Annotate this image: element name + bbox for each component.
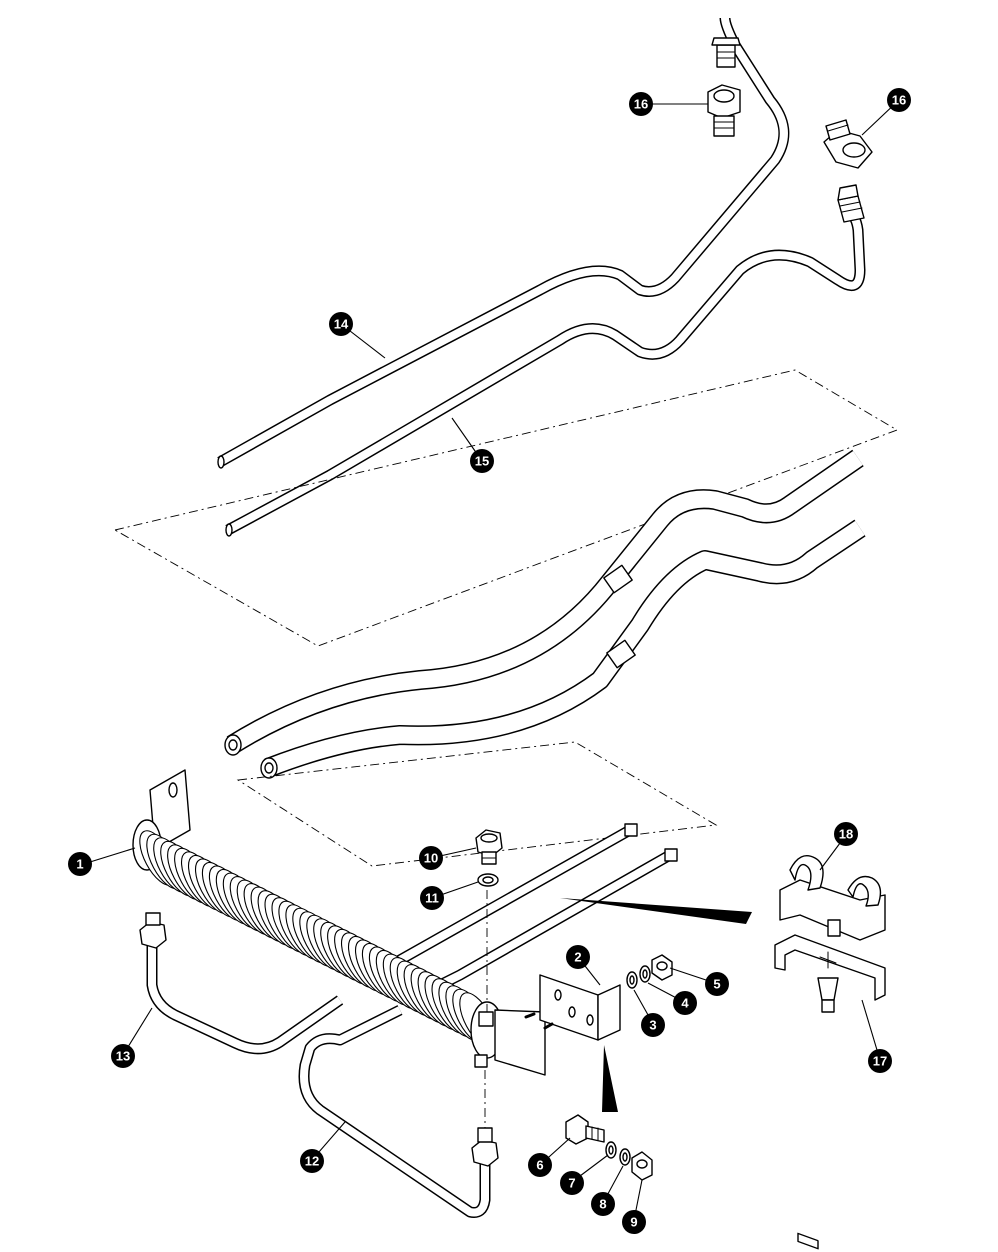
svg-text:13: 13 <box>116 1049 130 1064</box>
bracket-17 <box>774 934 886 1250</box>
pipe-14-end-fitting <box>711 37 741 68</box>
seal-ring-11 <box>477 873 499 887</box>
pipe-14 <box>217 17 790 469</box>
flexible-hose-rear <box>260 519 866 779</box>
nut-5 <box>651 954 673 981</box>
pipe-13 <box>139 912 344 1055</box>
svg-text:9: 9 <box>630 1215 637 1230</box>
svg-text:11: 11 <box>425 891 439 906</box>
cooler-ribs <box>139 830 497 1048</box>
callout-13: 13 <box>111 1044 135 1068</box>
svg-text:6: 6 <box>536 1158 543 1173</box>
union-nut-16-right <box>823 119 873 169</box>
callout-9: 9 <box>622 1210 646 1234</box>
bolt-6 <box>565 1114 605 1145</box>
callout-15: 15 <box>470 449 494 473</box>
callout-group: 1 2 3 4 5 6 7 8 <box>68 88 911 1234</box>
pointer-to-clip-assembly <box>560 898 752 924</box>
assembly-outline-lower <box>236 741 718 867</box>
svg-text:4: 4 <box>681 996 689 1011</box>
callout-12: 12 <box>300 1149 324 1173</box>
pipe-15-end-fitting <box>837 184 865 223</box>
callout-17: 17 <box>868 1049 892 1073</box>
callout-11: 11 <box>420 886 444 910</box>
pipe-15 <box>225 206 866 537</box>
svg-text:1: 1 <box>76 857 83 872</box>
svg-text:18: 18 <box>839 827 853 842</box>
svg-text:15: 15 <box>475 454 489 469</box>
svg-text:17: 17 <box>873 1054 887 1069</box>
svg-text:14: 14 <box>334 317 349 332</box>
callout-6: 6 <box>528 1153 552 1177</box>
clip-18 <box>779 855 886 941</box>
callout-5: 5 <box>705 972 729 996</box>
callout-1: 1 <box>68 852 92 876</box>
svg-text:2: 2 <box>574 950 581 965</box>
pipe-12 <box>298 1005 499 1218</box>
callout-18: 18 <box>834 822 858 846</box>
svg-text:7: 7 <box>568 1176 575 1191</box>
flexible-hose-front <box>224 449 864 756</box>
callout-16-right: 16 <box>887 88 911 112</box>
oil-cooler-1 <box>132 769 551 1076</box>
callout-7: 7 <box>560 1171 584 1195</box>
pointer-to-bolt-group <box>602 1045 618 1112</box>
callout-14: 14 <box>329 312 353 336</box>
spring-washer-4 <box>639 965 651 983</box>
union-10 <box>475 829 503 865</box>
nut-9 <box>631 1151 653 1181</box>
union-nut-16-left <box>707 84 741 137</box>
svg-text:12: 12 <box>305 1154 319 1169</box>
spring-washer-8 <box>619 1148 631 1166</box>
svg-text:5: 5 <box>713 977 720 992</box>
callout-8: 8 <box>591 1192 615 1216</box>
svg-text:16: 16 <box>634 97 648 112</box>
washer-3 <box>626 971 638 989</box>
svg-text:3: 3 <box>649 1018 656 1033</box>
svg-text:10: 10 <box>424 851 438 866</box>
callout-10: 10 <box>419 846 443 870</box>
callout-4: 4 <box>673 991 697 1015</box>
bracket-2 <box>524 974 621 1041</box>
svg-text:8: 8 <box>599 1197 606 1212</box>
callout-16-left: 16 <box>629 92 653 116</box>
callout-2: 2 <box>566 945 590 969</box>
svg-text:16: 16 <box>892 93 906 108</box>
washer-7 <box>605 1141 617 1159</box>
callout-3: 3 <box>641 1013 665 1037</box>
